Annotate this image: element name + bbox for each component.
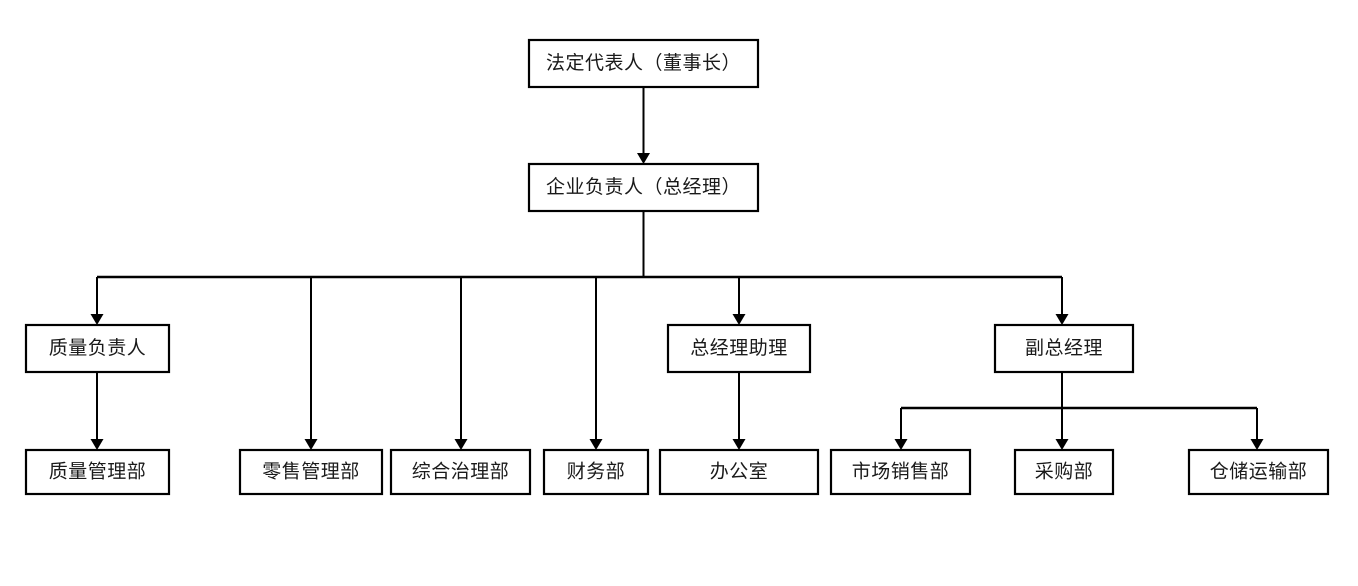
connector-bus-to-quality-director xyxy=(90,277,104,325)
connector-bus-to-gm-assistant xyxy=(732,277,746,325)
node-comprehensive-governance-dept[interactable]: 综合治理部 xyxy=(389,448,532,496)
node-box-general-manager[interactable] xyxy=(527,162,760,213)
connector-bus-to-comprehensive-governance-dept xyxy=(454,277,468,450)
connector-bus-to-finance-dept xyxy=(589,277,603,450)
connector-gm-assistant-to-office xyxy=(732,372,746,450)
node-general-manager[interactable]: 企业负责人（总经理） xyxy=(527,162,760,213)
arrow-head-bus-to-deputy-gm xyxy=(1055,314,1069,325)
node-box-office[interactable] xyxy=(658,448,820,496)
node-gm-assistant[interactable]: 总经理助理 xyxy=(666,323,812,374)
node-label-retail-management-dept: 零售管理部 xyxy=(262,460,360,482)
node-label-comprehensive-governance-dept: 综合治理部 xyxy=(412,460,510,482)
node-quality-director[interactable]: 质量负责人 xyxy=(24,323,171,374)
node-label-finance-dept: 财务部 xyxy=(567,460,626,482)
connectors-layer xyxy=(90,87,1264,450)
node-legal-representative[interactable]: 法定代表人（董事长） xyxy=(527,38,760,89)
arrow-head-deputy-bus-to-market-sales xyxy=(894,439,908,450)
node-box-comprehensive-governance-dept[interactable] xyxy=(389,448,532,496)
node-box-retail-management-dept[interactable] xyxy=(238,448,384,496)
connector-bus-to-deputy-gm xyxy=(1055,277,1069,325)
connector-deputy-bus-to-warehouse xyxy=(1250,408,1264,450)
node-office[interactable]: 办公室 xyxy=(658,448,820,496)
node-label-office: 办公室 xyxy=(710,460,769,482)
arrow-head-deputy-bus-to-warehouse xyxy=(1250,439,1264,450)
arrow-head-bus-to-gm-assistant xyxy=(732,314,746,325)
node-box-warehouse-transport-dept[interactable] xyxy=(1187,448,1330,496)
node-label-general-manager: 企业负责人（总经理） xyxy=(546,176,741,198)
connector-bus-to-retail-management-dept xyxy=(304,277,318,450)
connector-legal-rep-to-gm xyxy=(637,87,650,164)
connector-quality-director-to-dept xyxy=(90,372,104,450)
node-box-finance-dept[interactable] xyxy=(542,448,650,496)
arrow-head-gm-assistant-to-office xyxy=(732,439,746,450)
node-box-deputy-general-manager[interactable] xyxy=(993,323,1135,374)
node-label-purchasing-dept: 采购部 xyxy=(1035,460,1094,482)
node-finance-dept[interactable]: 财务部 xyxy=(542,448,650,496)
node-quality-management-dept[interactable]: 质量管理部 xyxy=(24,448,171,496)
arrow-head-bus-to-finance-dept xyxy=(589,439,603,450)
node-market-sales-dept[interactable]: 市场销售部 xyxy=(829,448,972,496)
arrow-head-deputy-bus-to-purchasing xyxy=(1055,439,1069,450)
node-purchasing-dept[interactable]: 采购部 xyxy=(1013,448,1115,496)
node-label-deputy-general-manager: 副总经理 xyxy=(1025,337,1103,359)
node-box-quality-director[interactable] xyxy=(24,323,171,374)
node-box-purchasing-dept[interactable] xyxy=(1013,448,1115,496)
connector-deputy-bus-to-market-sales xyxy=(894,408,908,450)
node-label-warehouse-transport-dept: 仓储运输部 xyxy=(1210,460,1308,482)
arrow-head-bus-to-comprehensive-governance-dept xyxy=(454,439,468,450)
node-box-gm-assistant[interactable] xyxy=(666,323,812,374)
node-retail-management-dept[interactable]: 零售管理部 xyxy=(238,448,384,496)
arrow-head-bus-to-quality-director xyxy=(90,314,104,325)
arrow-head-bus-to-retail-management-dept xyxy=(304,439,318,450)
node-label-market-sales-dept: 市场销售部 xyxy=(852,460,950,482)
node-label-quality-director: 质量负责人 xyxy=(49,337,147,359)
node-box-market-sales-dept[interactable] xyxy=(829,448,972,496)
node-warehouse-transport-dept[interactable]: 仓储运输部 xyxy=(1187,448,1330,496)
node-label-gm-assistant: 总经理助理 xyxy=(690,337,788,359)
arrow-head-legal-rep-to-gm xyxy=(637,153,650,164)
node-label-quality-management-dept: 质量管理部 xyxy=(49,460,147,482)
connector-deputy-bus-to-purchasing xyxy=(1055,408,1069,450)
node-deputy-general-manager[interactable]: 副总经理 xyxy=(993,323,1135,374)
node-box-legal-representative[interactable] xyxy=(527,38,760,89)
node-label-legal-representative: 法定代表人（董事长） xyxy=(546,52,741,74)
node-box-quality-management-dept[interactable] xyxy=(24,448,171,496)
arrow-head-quality-director-to-dept xyxy=(90,439,104,450)
